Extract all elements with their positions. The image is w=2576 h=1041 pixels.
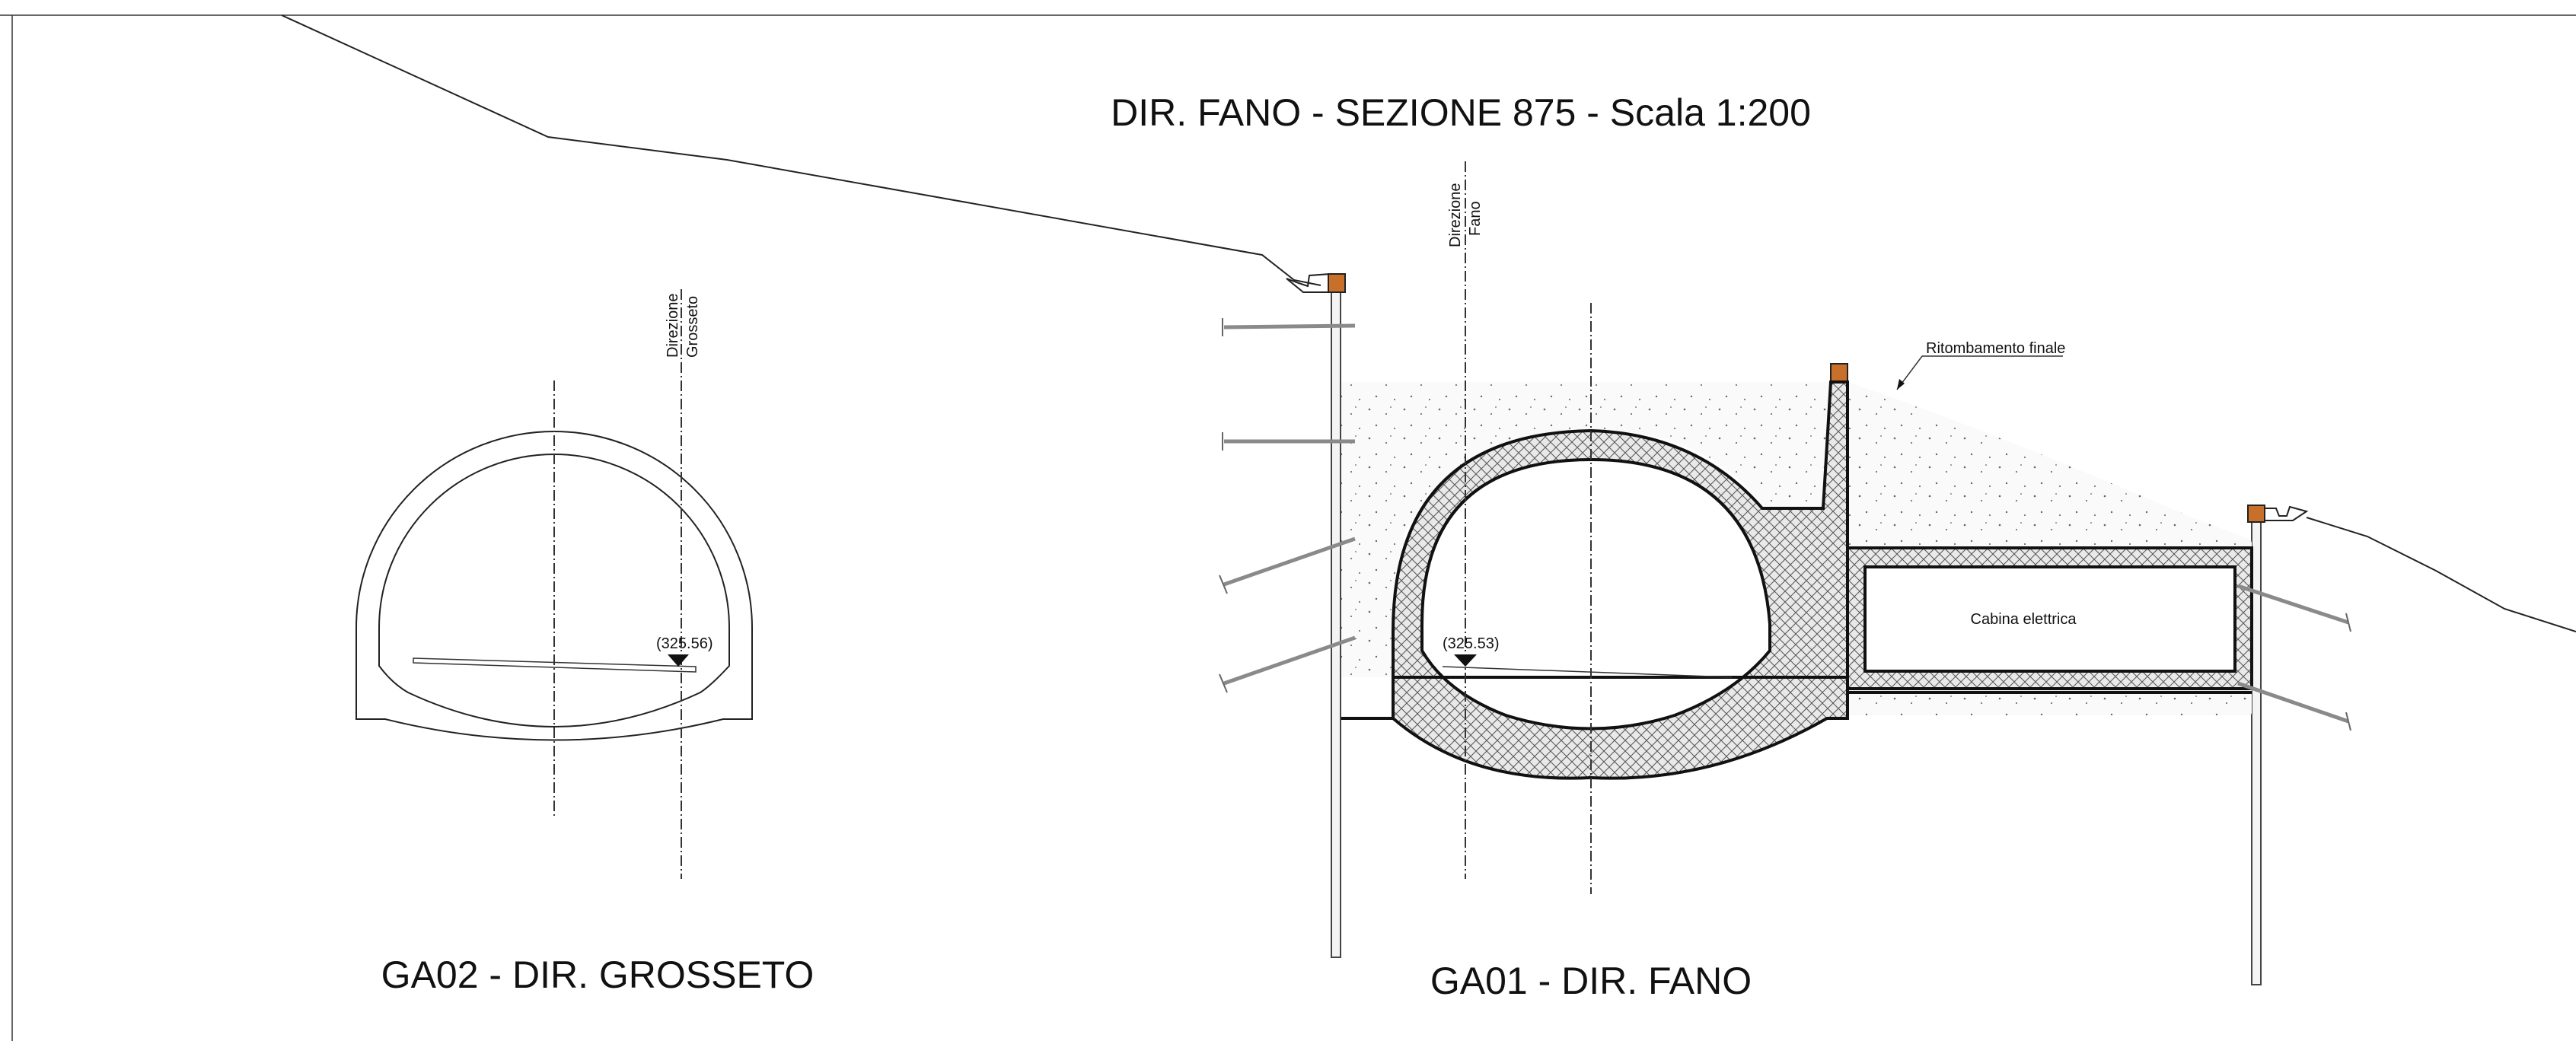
kerb-right [2264, 505, 2309, 521]
sheet-border [0, 14, 2576, 1041]
direction-label-fano-2: Fano [1467, 201, 1484, 236]
backfill-mound [1848, 382, 2252, 548]
tunnel-section-ga02 [355, 289, 753, 879]
section-title-ga02: GA02 - DIR. GROSSETO [381, 953, 815, 996]
room-label: Cabina elettrica [1971, 611, 2077, 628]
backfill-label: Ritombamento finale [1926, 340, 2065, 357]
ground-anchors-left [1219, 318, 1356, 693]
tunnel-inner-profile [378, 454, 730, 727]
ground-profile-left [281, 14, 1321, 286]
kerb-left-block [1328, 273, 1346, 293]
wall-top-block [1830, 363, 1848, 383]
elevation-label-ga01: (325.53) [1443, 635, 1500, 652]
main-title: DIR. FANO - SEZIONE 875 - Scala 1:200 [1111, 91, 1811, 134]
section-title-ga01: GA01 - DIR. FANO [1430, 960, 1752, 1002]
kerb-left [1286, 272, 1331, 293]
pile-left [1331, 281, 1341, 958]
backfill-leader-arrow [1897, 379, 1905, 390]
elevation-label-ga02: (325.56) [656, 635, 713, 652]
direction-label-grosseto-1: Direzione [665, 294, 681, 358]
backfill-leader [1896, 355, 2063, 390]
backfill-zone [1341, 382, 1831, 677]
backfill-under-room [1848, 689, 2252, 715]
kerb-right-block [2247, 505, 2265, 523]
elevation-marker-fano [1454, 654, 1477, 667]
tunnel-section-ga01 [1219, 161, 2351, 985]
direction-label-grosseto-2: Grosseto [684, 296, 701, 358]
rail-line-fano [1442, 666, 1733, 678]
room-inner [1863, 565, 2236, 673]
tunnel-lining [1392, 380, 1849, 780]
elevation-marker [668, 654, 689, 667]
tunnel-outer-profile [355, 431, 753, 741]
rail-line [413, 657, 697, 673]
ground-profile-right [2306, 517, 2576, 632]
direction-label-fano-1: Direzione [1447, 183, 1464, 247]
ground-anchors-right [2237, 584, 2351, 731]
